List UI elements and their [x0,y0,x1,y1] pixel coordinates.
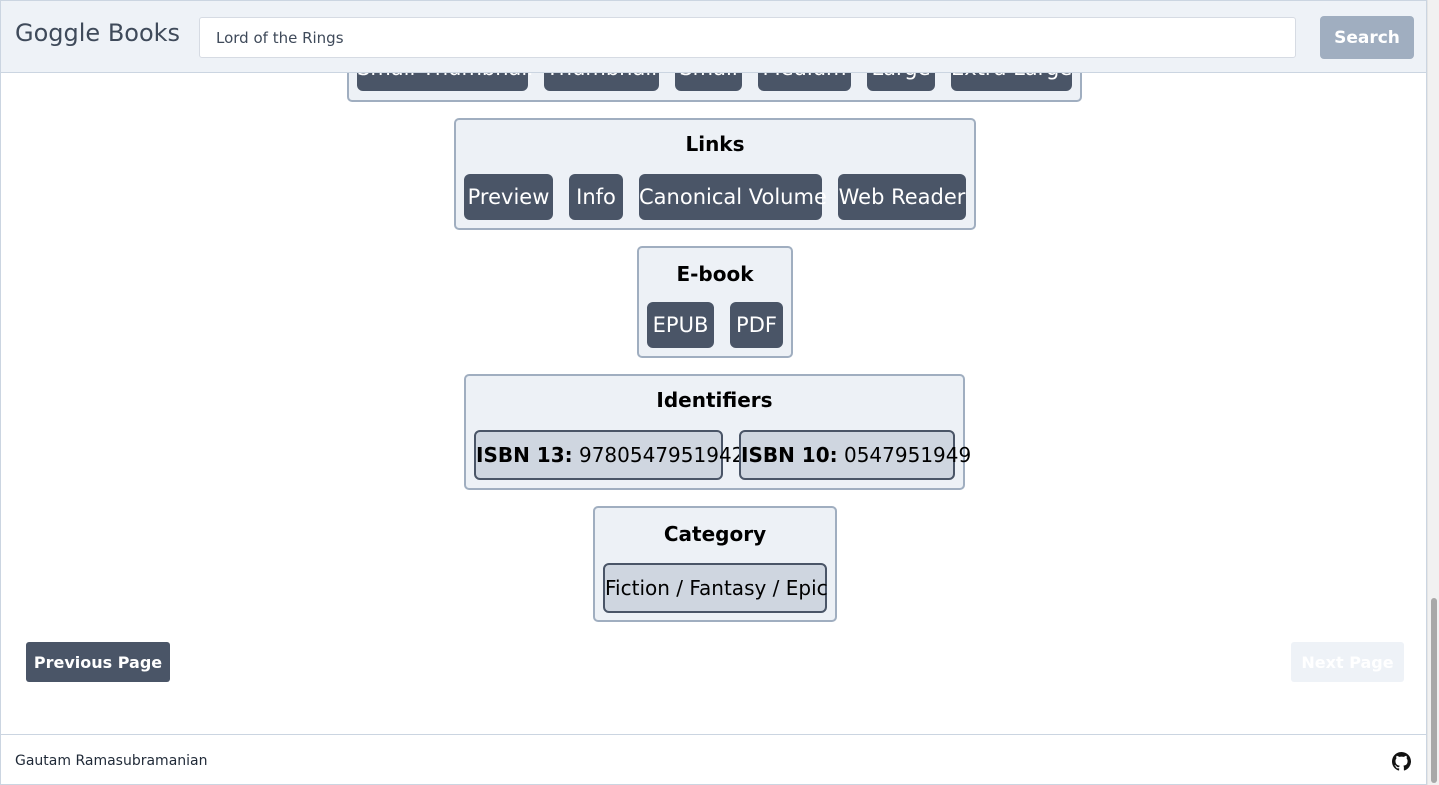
ebook-panel: E-book EPUB PDF [637,246,793,358]
isbn10-badge: ISBN 10: 0547951949 [739,430,971,480]
link-info-button[interactable]: Info [569,174,623,220]
scrollbar-thumb[interactable] [1431,598,1437,783]
footer-author: Gautam Ramasubramanian [15,753,208,769]
next-page-button[interactable]: Next Page [1291,642,1404,682]
header: Goggle Books Search [1,1,1426,73]
brand-logo[interactable]: Goggle Books [15,19,181,47]
isbn13-value: 9780547951942 [578,443,745,467]
link-canonical-volume-button[interactable]: Canonical Volume [639,174,827,220]
identifiers-panel: Identifiers ISBN 13: 9780547951942 ISBN … [464,374,971,490]
identifiers-title: Identifiers [656,388,773,412]
isbn10-value: 0547951949 [843,443,972,467]
github-icon[interactable] [1392,752,1411,771]
category-panel: Category Fiction / Fantasy / Epic [593,506,837,622]
isbn13-badge: ISBN 13: 9780547951942 [474,430,744,480]
category-title: Category [663,522,767,546]
previous-page-button[interactable]: Previous Page [26,642,170,682]
search-input[interactable] [199,17,1296,58]
isbn10-label: ISBN 10: [741,443,838,467]
category-badge: Fiction / Fantasy / Epic [603,563,828,613]
search-button[interactable]: Search [1320,16,1414,59]
page-scrollbar[interactable] [1427,0,1439,785]
isbn13-label: ISBN 13: [476,443,573,467]
ebook-epub-button[interactable]: EPUB [647,302,714,348]
footer: Gautam Ramasubramanian [1,734,1426,784]
link-preview-button[interactable]: Preview [464,174,553,220]
ebook-title: E-book [676,262,754,286]
link-web-reader-button[interactable]: Web Reader [838,174,966,220]
ebook-pdf-button[interactable]: PDF [730,302,783,348]
links-panel: Links Preview Info Canonical Volume Web … [454,118,976,230]
links-title: Links [685,132,745,156]
